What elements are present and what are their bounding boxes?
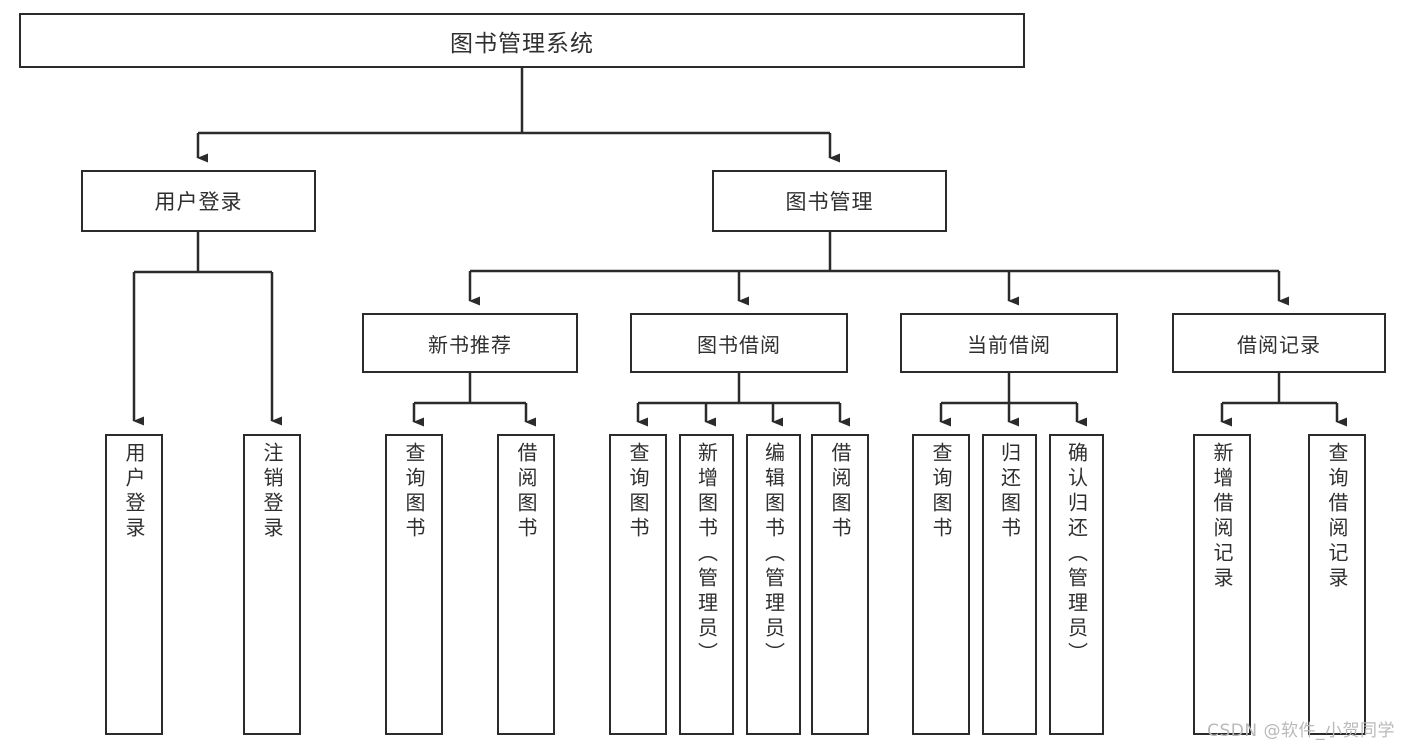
node-leaf-lend-book[interactable]: 借阅图书 (811, 434, 869, 735)
node-borrow-record[interactable]: 借阅记录 (1172, 313, 1386, 373)
node-label: 新书推荐 (428, 332, 512, 357)
node-root-book-management-system[interactable]: 图书管理系统 (19, 13, 1025, 68)
node-label: 新增借阅记录 (1210, 442, 1234, 592)
node-label: 图书管理 (785, 190, 874, 214)
node-leaf-borrow-book-recommend[interactable]: 借阅图书 (497, 434, 555, 735)
node-leaf-add-borrow-record[interactable]: 新增借阅记录 (1193, 434, 1251, 735)
node-label: 注销登录 (260, 442, 284, 542)
node-leaf-query-borrow-record[interactable]: 查询借阅记录 (1308, 434, 1366, 735)
node-leaf-logout[interactable]: 注销登录 (243, 434, 301, 735)
node-label: 归还图书 (997, 442, 1022, 542)
node-leaf-return-book[interactable]: 归还图书 (982, 434, 1037, 735)
node-label: 查询图书 (402, 442, 426, 542)
node-label: 用户登录 (122, 442, 146, 542)
node-leaf-add-book-admin[interactable]: 新增图书（管理员） (679, 434, 734, 735)
node-label: 借阅图书 (828, 442, 852, 542)
node-user-login[interactable]: 用户登录 (81, 170, 316, 232)
node-label: 确认归还（管理员） (1064, 442, 1089, 667)
node-leaf-query-book-recommend[interactable]: 查询图书 (385, 434, 443, 735)
node-leaf-confirm-return-admin[interactable]: 确认归还（管理员） (1049, 434, 1104, 735)
node-new-book-recommend[interactable]: 新书推荐 (362, 313, 578, 373)
node-label: 新增图书（管理员） (694, 442, 719, 667)
node-label: 图书借阅 (697, 332, 781, 357)
node-book-management[interactable]: 图书管理 (712, 170, 947, 232)
node-leaf-user-login[interactable]: 用户登录 (105, 434, 163, 735)
node-leaf-query-book[interactable]: 查询图书 (609, 434, 667, 735)
node-book-borrow[interactable]: 图书借阅 (630, 313, 848, 373)
node-current-borrow[interactable]: 当前借阅 (900, 313, 1118, 373)
node-label: 借阅记录 (1237, 332, 1321, 357)
node-label: 当前借阅 (967, 332, 1051, 357)
node-label: 编辑图书（管理员） (761, 442, 786, 667)
node-label: 图书管理系统 (450, 30, 594, 57)
node-label: 查询借阅记录 (1325, 442, 1349, 592)
node-label: 用户登录 (154, 190, 243, 214)
node-label: 查询图书 (626, 442, 650, 542)
watermark: CSDN @软件_小贺同学 (1207, 721, 1395, 741)
node-leaf-query-book-current[interactable]: 查询图书 (912, 434, 970, 735)
node-label: 查询图书 (929, 442, 953, 542)
node-label: 借阅图书 (514, 442, 538, 542)
node-leaf-edit-book-admin[interactable]: 编辑图书（管理员） (746, 434, 801, 735)
